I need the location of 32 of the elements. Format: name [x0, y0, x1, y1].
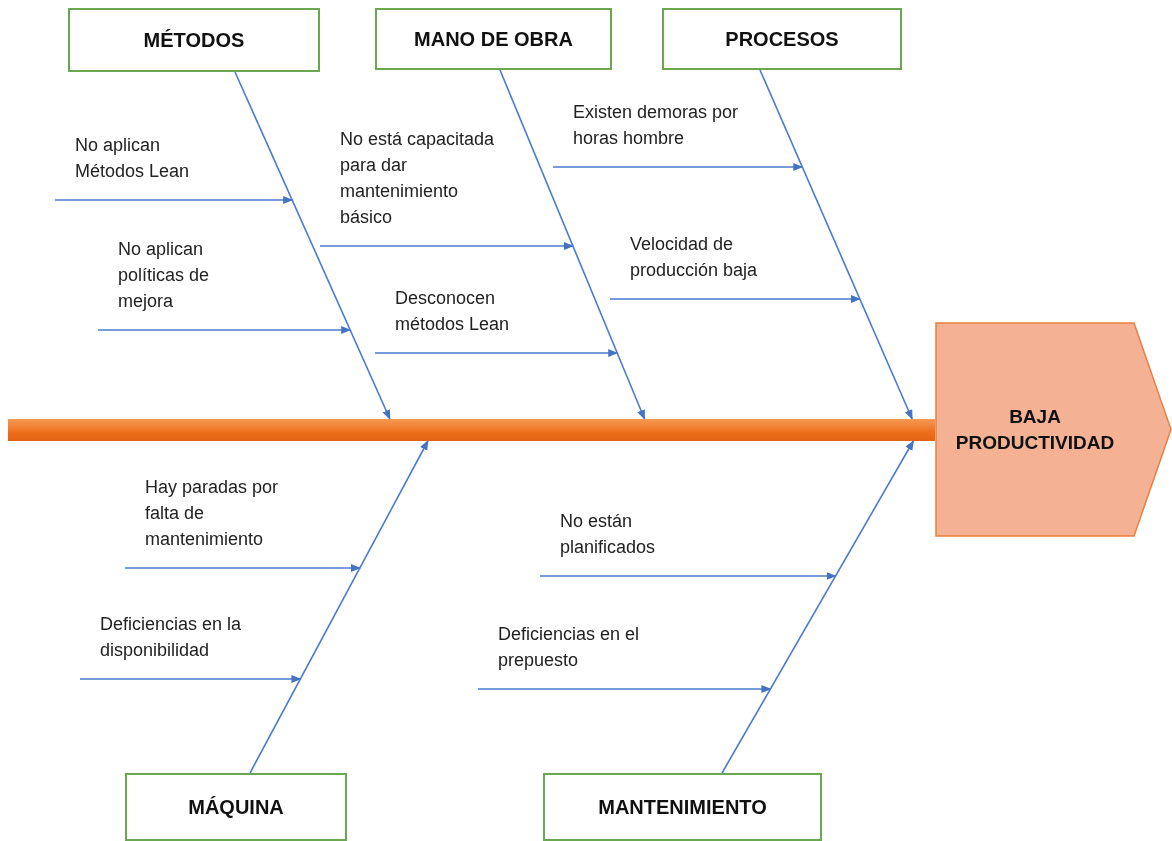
cause-text: Deficiencias en el prepuesto [478, 600, 693, 689]
category-box: PROCESOS [662, 8, 902, 70]
cause-text: Existen demoras por horas hombre [553, 80, 768, 167]
arrow [249, 440, 429, 774]
cause-text: No aplican políticas de mejora [98, 225, 258, 330]
category-box: MANTENIMIENTO [543, 773, 822, 841]
arrow [721, 440, 915, 774]
arrow [234, 71, 391, 420]
arrow [477, 685, 772, 693]
category-box: MÁQUINA [125, 773, 347, 841]
arrow [124, 564, 361, 572]
arrow [319, 242, 574, 250]
arrow [759, 69, 913, 420]
cause-text: Desconocen métodos Lean [375, 262, 555, 353]
cause-text: No está capacitada para dar mantenimiento básico [320, 92, 505, 246]
arrow [54, 196, 294, 204]
spine-bar [8, 419, 935, 441]
cause-text: Hay paradas por falta de mantenimiento [125, 450, 315, 568]
arrow [79, 675, 302, 683]
effect-arrow-box: BAJA PRODUCTIVIDAD [935, 322, 1172, 537]
category-box: MANO DE OBRA [375, 8, 612, 70]
cause-text: Velocidad de producción baja [610, 222, 810, 299]
arrow [499, 69, 646, 420]
arrow [552, 163, 804, 171]
category-box: MÉTODOS [68, 8, 320, 72]
arrow [609, 295, 861, 303]
cause-text: Deficiencias en la disponibilidad [80, 605, 295, 679]
arrow [97, 326, 352, 334]
cause-text: No están planificados [540, 480, 700, 576]
cause-text: No aplican Métodos Lean [55, 120, 240, 200]
arrow [539, 572, 837, 580]
arrow [374, 349, 619, 357]
